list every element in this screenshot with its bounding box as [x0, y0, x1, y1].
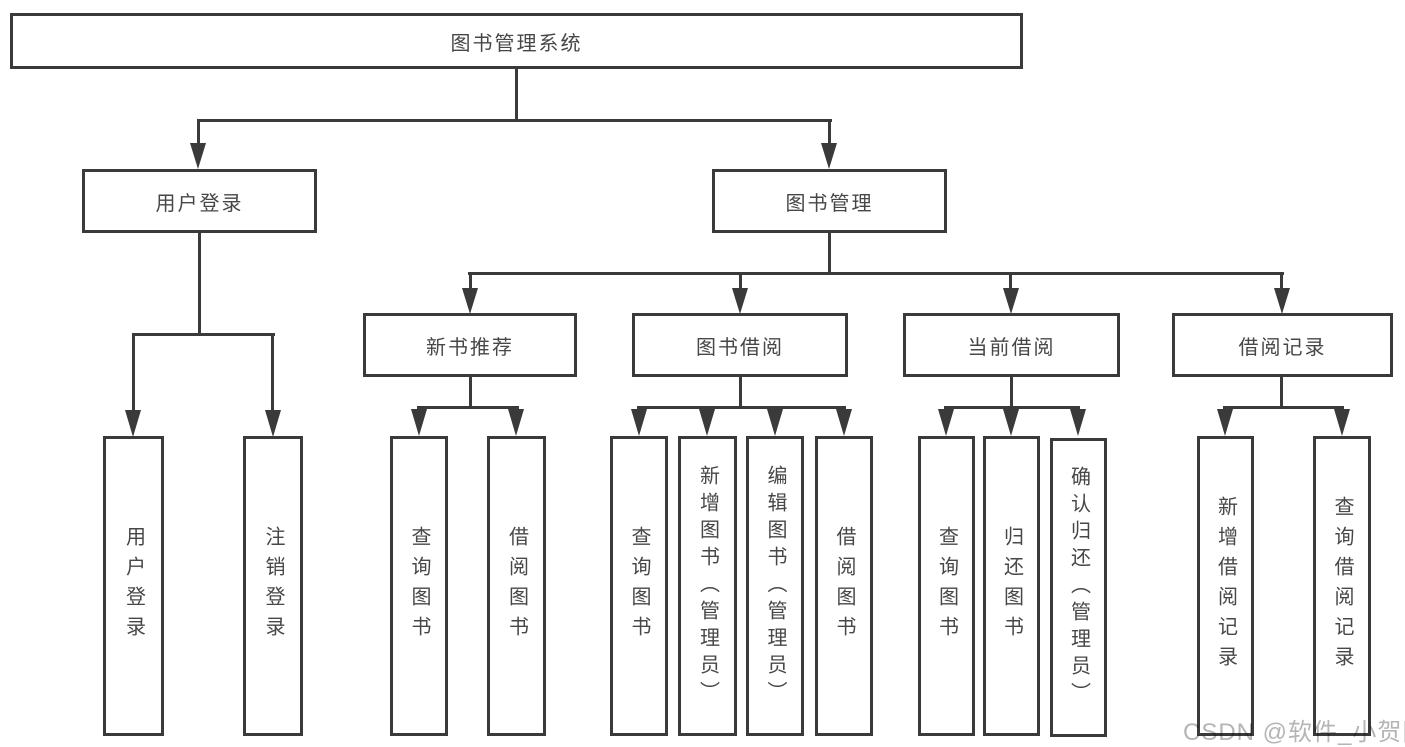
connector-user-login-stem [198, 233, 201, 336]
connector-level2-splitter [197, 119, 832, 122]
connector-current-borrow-drop [1009, 272, 1012, 291]
node-root: 图书管理系统 [10, 13, 1023, 69]
connector-book-borrow-drop [739, 272, 742, 291]
node-current-borrow: 当前借阅 [903, 313, 1120, 377]
connector-current-borrow-splitter [944, 406, 1080, 409]
leaf-cb-confirm-return-admin: 确认归还（管理员） [1050, 438, 1107, 737]
connector-root-stem [515, 69, 518, 120]
connector-arrow-leaf [508, 409, 524, 436]
node-book-management: 图书管理 [712, 169, 947, 233]
leaf-bb-query-books: 查询图书 [610, 436, 668, 736]
leaf-br-add-record: 新增借阅记录 [1197, 436, 1254, 736]
connector-arrow-leaf [631, 409, 647, 436]
connector-arrow-user-login [190, 143, 206, 169]
connector-arrow-leaf [699, 409, 715, 436]
connector-book-borrow-stem [739, 377, 742, 409]
leaf-user-login: 用户登录 [103, 436, 164, 736]
connector-arrow-leaf [1217, 409, 1233, 436]
connector-user-login-splitter [132, 333, 275, 336]
connector-new-book-drop [469, 272, 472, 291]
node-book-borrow: 图书借阅 [632, 313, 848, 377]
connector-new-book-splitter [417, 406, 519, 409]
connector-borrow-records-drop [1280, 272, 1283, 291]
leaf-nbr-borrow-books: 借阅图书 [487, 436, 546, 736]
connector-arrow-new-book [462, 288, 478, 314]
connector-arrow-borrow-records [1274, 288, 1290, 314]
connector-arrow-book-borrow [732, 288, 748, 314]
leaf-nbr-query-books: 查询图书 [390, 436, 448, 736]
connector-borrow-records-splitter [1223, 406, 1344, 409]
leaf-bb-add-books-admin: 新增图书（管理员） [678, 436, 737, 736]
connector-arrow-leaf [1334, 409, 1350, 436]
connector-arrow-leaf [767, 409, 783, 436]
leaf-cb-return-books: 归还图书 [983, 436, 1040, 736]
csdn-watermark: CSDN @软件_小贺同学 [1183, 719, 1405, 746]
connector-arrow-leaf [836, 409, 852, 436]
connector-user-login-drop [197, 119, 200, 147]
connector-book-mgmt-drop [828, 119, 831, 147]
connector-book-mgmt-stem [828, 233, 831, 275]
connector-leaf-logout-drop [271, 333, 274, 413]
node-borrow-records: 借阅记录 [1172, 313, 1393, 377]
leaf-cb-query-books: 查询图书 [918, 436, 975, 736]
connector-arrow-leaf [1070, 409, 1086, 436]
connector-arrow-leaf [938, 409, 954, 436]
connector-arrow-current-borrow [1003, 288, 1019, 314]
connector-arrow-leaf [1003, 409, 1019, 436]
connector-arrow-leaf [411, 409, 427, 436]
connector-arrow-book-mgmt [821, 143, 837, 169]
node-user-login: 用户登录 [82, 169, 317, 233]
connector-level3-splitter [468, 272, 1284, 275]
leaf-logout: 注销登录 [243, 436, 303, 736]
connector-arrow-leaf-login [125, 410, 141, 437]
leaf-bb-borrow-books: 借阅图书 [815, 436, 873, 736]
connector-current-borrow-stem [1010, 377, 1013, 409]
connector-leaf-login-drop [132, 333, 135, 413]
leaf-br-query-record: 查询借阅记录 [1313, 436, 1371, 736]
node-new-book-recommend: 新书推荐 [363, 313, 577, 377]
connector-new-book-stem [469, 377, 472, 409]
leaf-bb-edit-books-admin: 编辑图书（管理员） [746, 436, 804, 736]
connector-borrow-records-stem [1280, 377, 1283, 409]
connector-arrow-leaf-logout [265, 410, 281, 437]
connector-book-borrow-splitter [637, 406, 846, 409]
